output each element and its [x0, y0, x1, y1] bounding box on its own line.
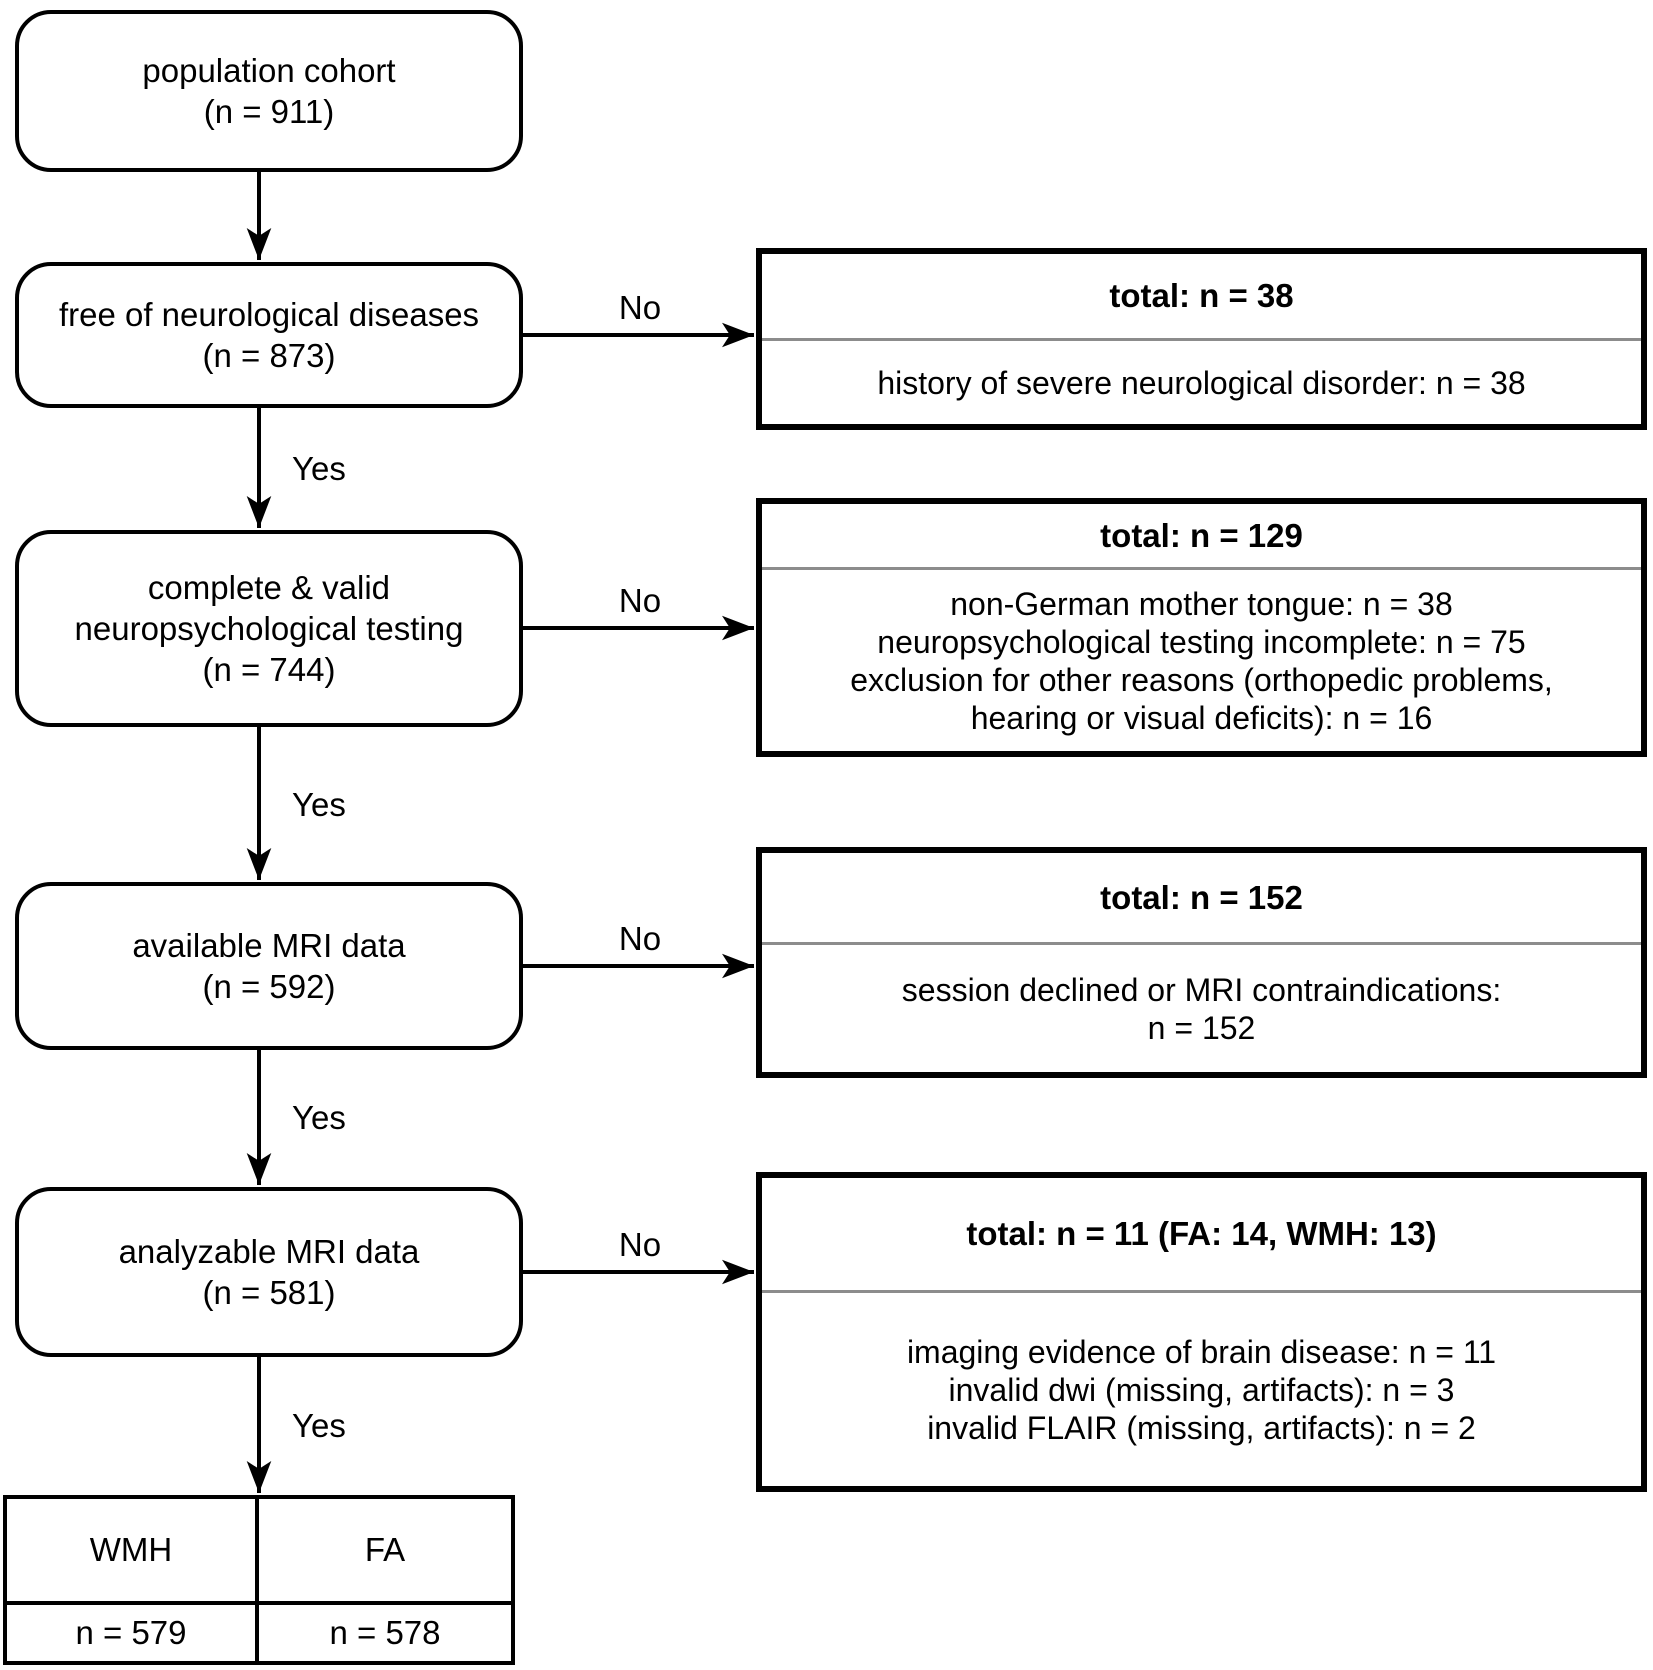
exclusion-box-testing: total: n = 129 non-German mother tongue:…	[756, 498, 1647, 757]
exclusion-box-neurological: total: n = 38 history of severe neurolog…	[756, 248, 1647, 430]
exclusion-box-testing-details: non-German mother tongue: n = 38 neurops…	[850, 585, 1553, 736]
exclusion-box-mri-session: total: n = 152 session declined or MRI c…	[756, 847, 1647, 1078]
result-table: WMH FA n = 579 n = 578	[3, 1495, 515, 1665]
result-table-header-wmh: WMH	[7, 1499, 259, 1605]
divider	[762, 1290, 1641, 1293]
flow-box-analyzable-mri-data-label: analyzable MRI data (n = 581)	[118, 1233, 420, 1311]
yes-label-2: Yes	[292, 786, 346, 823]
flow-box-available-mri-data: available MRI data (n = 592)	[15, 882, 523, 1050]
exclusion-box-neurological-total: total: n = 38	[1109, 277, 1294, 314]
result-table-value-wmh: n = 579	[7, 1605, 259, 1661]
no-label-3: No	[618, 920, 662, 957]
divider	[762, 942, 1641, 945]
divider	[762, 567, 1641, 570]
exclusion-box-mri-quality: total: n = 11 (FA: 14, WMH: 13) imaging …	[756, 1172, 1647, 1492]
flow-box-available-mri-data-label: available MRI data (n = 592)	[132, 927, 406, 1005]
flow-box-analyzable-mri-data: analyzable MRI data (n = 581)	[15, 1187, 523, 1357]
exclusion-box-mri-session-details: session declined or MRI contraindication…	[901, 971, 1502, 1046]
yes-label-1: Yes	[292, 450, 346, 487]
no-label-2: No	[618, 582, 662, 619]
exclusion-box-mri-quality-details: imaging evidence of brain disease: n = 1…	[906, 1333, 1497, 1446]
yes-label-3: Yes	[292, 1099, 346, 1136]
no-label-1: No	[618, 289, 662, 326]
exclusion-box-testing-total: total: n = 129	[1100, 516, 1303, 554]
exclusion-box-neurological-details: history of severe neurological disorder:…	[877, 364, 1526, 401]
flow-box-neuropsychological-testing: complete & valid neuropsychological test…	[15, 530, 523, 727]
no-label-4: No	[618, 1226, 662, 1263]
result-table-header-fa: FA	[259, 1499, 511, 1605]
result-table-value-fa: n = 578	[329, 1614, 441, 1651]
flow-box-population-cohort: population cohort (n = 911)	[15, 10, 523, 172]
flow-box-population-cohort-label: population cohort (n = 911)	[142, 52, 396, 130]
exclusion-box-mri-session-total: total: n = 152	[1100, 878, 1303, 916]
flow-box-free-of-neurological-diseases: free of neurological diseases (n = 873)	[15, 262, 523, 408]
flow-box-free-of-neurological-diseases-label: free of neurological diseases (n = 873)	[58, 296, 480, 374]
exclusion-box-mri-quality-total: total: n = 11 (FA: 14, WMH: 13)	[966, 1215, 1437, 1252]
yes-label-4: Yes	[292, 1407, 346, 1444]
flow-box-neuropsychological-testing-label: complete & valid neuropsychological test…	[74, 569, 464, 688]
divider	[762, 338, 1641, 341]
